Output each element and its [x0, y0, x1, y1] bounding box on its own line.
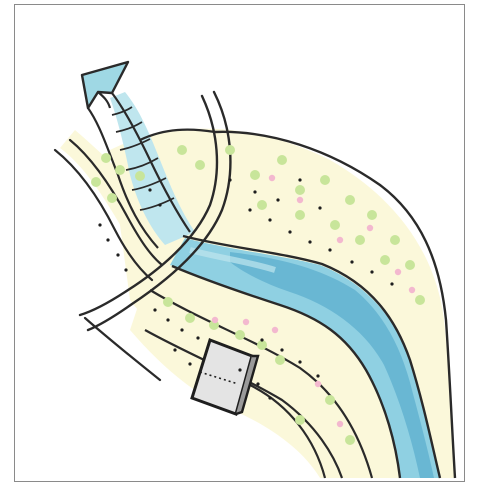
green-dot [115, 165, 125, 175]
green-dot [257, 200, 267, 210]
green-dot [295, 210, 305, 220]
black-dot [256, 382, 259, 385]
black-dot [260, 338, 263, 341]
green-dot [295, 415, 305, 425]
black-dot [268, 396, 271, 399]
pink-dot [212, 317, 218, 323]
pink-dot [409, 287, 415, 293]
black-dot [308, 240, 311, 243]
black-dot [298, 360, 301, 363]
black-dot [318, 206, 321, 209]
pink-dot [243, 319, 249, 325]
black-dot [268, 218, 271, 221]
pink-dot [297, 197, 303, 203]
green-dot [367, 210, 377, 220]
black-dot [196, 336, 199, 339]
black-dot [298, 178, 301, 181]
black-dot [98, 223, 101, 226]
black-dot [288, 230, 291, 233]
black-dot [350, 260, 353, 263]
green-dot [135, 171, 145, 181]
green-dot [325, 395, 335, 405]
black-dot [228, 178, 231, 181]
pink-dot [337, 421, 343, 427]
green-dot [275, 355, 285, 365]
green-dot [235, 330, 245, 340]
green-dot [330, 220, 340, 230]
green-dot [415, 295, 425, 305]
green-dot [355, 235, 365, 245]
pink-dot [337, 237, 343, 243]
green-dot [91, 177, 101, 187]
black-dot [253, 190, 256, 193]
green-dot [107, 193, 117, 203]
black-dot [173, 348, 176, 351]
black-dot [390, 282, 393, 285]
pink-dot [272, 327, 278, 333]
pink-dot [367, 225, 373, 231]
green-dot [295, 185, 305, 195]
black-dot [316, 374, 319, 377]
green-dot [177, 145, 187, 155]
black-dot [238, 368, 241, 371]
black-dot [124, 268, 127, 271]
green-dot [277, 155, 287, 165]
green-dot [390, 235, 400, 245]
black-dot [248, 208, 251, 211]
green-dot [101, 153, 111, 163]
green-dot [250, 170, 260, 180]
green-dot [405, 260, 415, 270]
green-dot [320, 175, 330, 185]
black-dot [116, 253, 119, 256]
pink-dot [315, 381, 321, 387]
black-dot [276, 198, 279, 201]
green-dot [225, 145, 235, 155]
green-dot [345, 195, 355, 205]
pink-dot [395, 269, 401, 275]
black-dot [188, 362, 191, 365]
green-dot [345, 435, 355, 445]
black-dot [153, 308, 156, 311]
black-dot [106, 238, 109, 241]
black-dot [328, 248, 331, 251]
black-dot [180, 328, 183, 331]
green-dot [163, 297, 173, 307]
green-dot [185, 313, 195, 323]
black-dot [148, 188, 151, 191]
black-dot [280, 348, 283, 351]
black-dot [158, 203, 161, 206]
pink-dot [269, 175, 275, 181]
black-dot [370, 270, 373, 273]
green-dot [195, 160, 205, 170]
green-dot [380, 255, 390, 265]
black-dot [166, 318, 169, 321]
